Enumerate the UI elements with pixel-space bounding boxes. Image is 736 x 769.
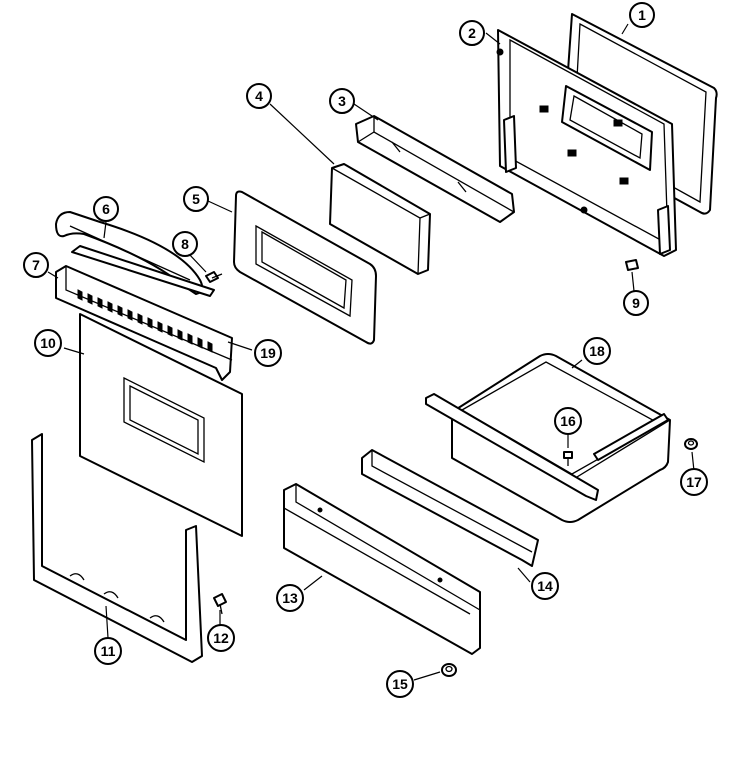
callout-8-label: 8 bbox=[181, 236, 189, 252]
outer-door-panel-part bbox=[79, 313, 243, 537]
drawer-screw-part bbox=[563, 451, 573, 466]
callout-17: 17 bbox=[680, 468, 708, 496]
callout-10-label: 10 bbox=[40, 335, 56, 351]
drawer-bumper-part bbox=[441, 663, 457, 677]
vent-trim-part bbox=[55, 265, 233, 381]
drawer-roller-part bbox=[684, 438, 698, 450]
callout-13-label: 13 bbox=[282, 590, 298, 606]
callout-11-label: 11 bbox=[101, 643, 116, 659]
callout-5-label: 5 bbox=[192, 191, 200, 207]
vent-slots bbox=[77, 289, 213, 353]
callout-2-label: 2 bbox=[468, 25, 476, 41]
door-handle-part bbox=[55, 211, 204, 295]
callout-6-label: 6 bbox=[102, 201, 110, 217]
handle-screw-part bbox=[205, 271, 223, 283]
door-frame-part bbox=[31, 433, 203, 663]
callout-7-label: 7 bbox=[32, 257, 40, 273]
callout-5: 5 bbox=[183, 186, 209, 212]
callout-9: 9 bbox=[623, 290, 649, 316]
callout-19-label: 19 bbox=[260, 345, 276, 361]
callout-19: 19 bbox=[254, 339, 282, 367]
callout-17-label: 17 bbox=[686, 474, 702, 490]
door-window-frame-part bbox=[233, 190, 377, 345]
callout-9-label: 9 bbox=[632, 295, 640, 311]
callout-11: 11 bbox=[94, 637, 122, 665]
callout-4: 4 bbox=[246, 83, 272, 109]
callout-3-label: 3 bbox=[338, 93, 346, 109]
callout-13: 13 bbox=[276, 584, 304, 612]
callout-1: 1 bbox=[629, 2, 655, 28]
callout-15-label: 15 bbox=[392, 676, 408, 692]
callout-12-label: 12 bbox=[213, 630, 229, 646]
door-insulation-part bbox=[355, 115, 515, 223]
callout-6: 6 bbox=[93, 196, 119, 222]
drawer-front-panel-part bbox=[283, 483, 481, 655]
callout-14-label: 14 bbox=[537, 578, 553, 594]
door-clip-part bbox=[625, 259, 639, 271]
drawer-slide-rail-part bbox=[361, 449, 539, 567]
leader-lines bbox=[47, 23, 695, 681]
callout-2: 2 bbox=[459, 20, 485, 46]
storage-drawer-part bbox=[425, 353, 671, 523]
callout-10: 10 bbox=[34, 329, 62, 357]
callout-16: 16 bbox=[554, 407, 582, 435]
callout-18-label: 18 bbox=[589, 343, 605, 359]
frame-screw-part bbox=[213, 593, 227, 615]
door-glass-part bbox=[329, 163, 431, 275]
callout-1-label: 1 bbox=[638, 7, 646, 23]
inner-door-panel-part bbox=[496, 29, 677, 257]
callout-12: 12 bbox=[207, 624, 235, 652]
callout-3: 3 bbox=[329, 88, 355, 114]
callout-18: 18 bbox=[583, 337, 611, 365]
callout-14: 14 bbox=[531, 572, 559, 600]
callout-15: 15 bbox=[386, 670, 414, 698]
callout-16-label: 16 bbox=[560, 413, 576, 429]
top-trim-strip-part bbox=[71, 245, 215, 297]
callout-7: 7 bbox=[23, 252, 49, 278]
callout-8: 8 bbox=[172, 231, 198, 257]
callout-4-label: 4 bbox=[255, 88, 263, 104]
